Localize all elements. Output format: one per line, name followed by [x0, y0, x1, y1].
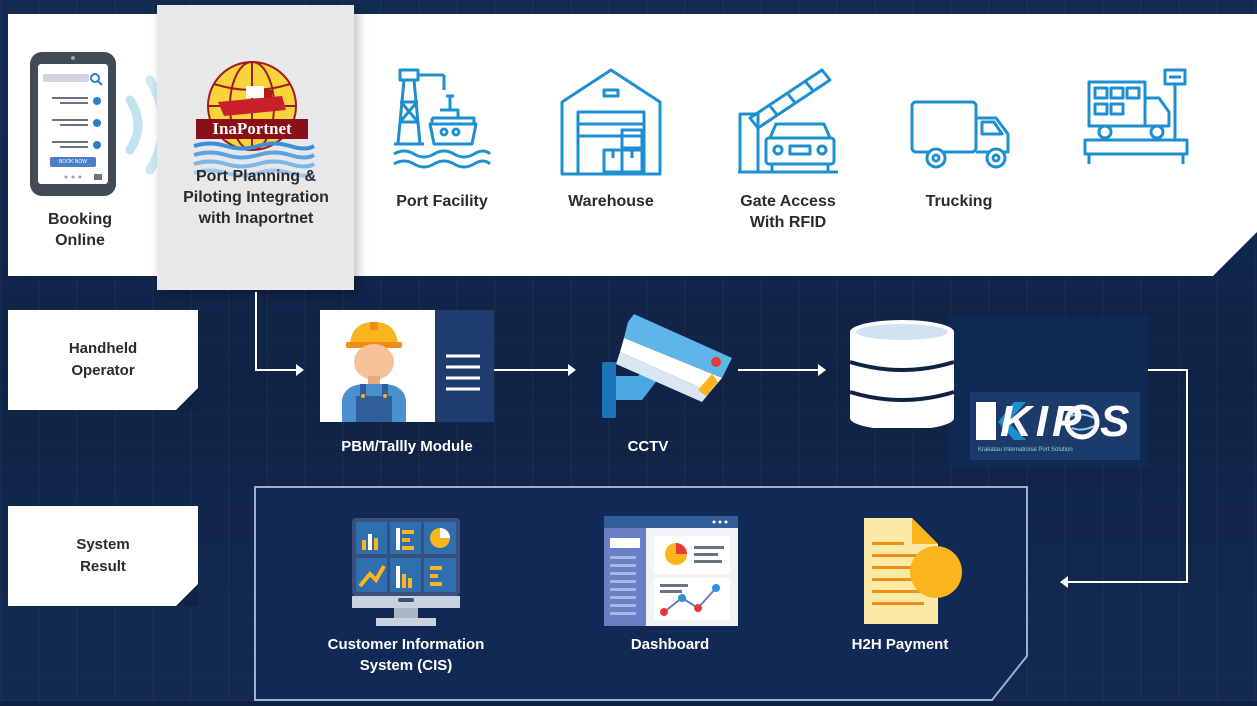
warehouse-label: Warehouse [568, 193, 654, 210]
cis-label: Customer Information System (CIS) [296, 634, 516, 676]
port-facility-icon [392, 66, 492, 179]
handheld-label-line1: Handheld [68, 340, 138, 357]
tab-corner-cut [176, 388, 198, 410]
booking-online-label: Booking Online [20, 209, 140, 251]
kipos-tagline: Krakatau International Port Solution [978, 447, 1073, 453]
phone-icon: BOOK NOW [28, 50, 120, 205]
truck-icon [908, 98, 1014, 177]
booking-label-line2: Online [55, 232, 105, 249]
kipos-logo-text: KIP S [1000, 397, 1134, 446]
inaportnet-label-line2: Piloting Integration [183, 189, 329, 206]
booking-label-line1: Booking [48, 211, 112, 228]
database-icon [846, 318, 958, 433]
trucking-label: Trucking [925, 193, 993, 210]
cctv-icon [598, 312, 738, 425]
h2h-payment-icon [862, 516, 966, 631]
inaportnet-label-line3: with Inaportnet [198, 210, 314, 227]
gate-access-label-line2: With RFID [749, 214, 827, 231]
inaportnet-logo-text: InaPortnet [212, 119, 292, 138]
kipos-logo: KIP S Krakatau International Port Soluti… [970, 392, 1140, 460]
system-result-label-line2: Result [80, 558, 126, 575]
inaportnet-logo: InaPortnet [190, 56, 316, 186]
inaportnet-label-line1: Port Planning & [196, 168, 316, 185]
book-now-label: BOOK NOW [58, 159, 88, 165]
inaportnet-label: Port Planning & Piloting Integration wit… [160, 166, 352, 229]
dashboard-icon [604, 516, 738, 631]
cctv-label: CCTV [627, 438, 669, 455]
cis-label-line2: System (CIS) [359, 657, 453, 674]
dashboard-label: Dashboard [630, 636, 710, 653]
handheld-label-line2: Operator [71, 362, 135, 379]
cis-label-line1: Customer Information [327, 636, 485, 653]
cis-monitor-icon [350, 516, 462, 633]
warehouse-icon [558, 66, 664, 181]
handheld-operator-tab: Handheld Operator [8, 310, 198, 410]
tab-corner-cut [176, 584, 198, 606]
h2h-payment-label: H2H Payment [851, 636, 949, 653]
port-facility-label: Port Facility [396, 193, 488, 210]
weighbridge-icon [1083, 68, 1189, 173]
gate-access-label: Gate Access With RFID [718, 191, 858, 233]
gate-access-icon [736, 66, 840, 181]
pbm-module-icon [320, 310, 494, 422]
pbm-label: PBM/Tallly Module [341, 438, 473, 455]
system-result-label-line1: System [76, 536, 130, 553]
gate-access-label-line1: Gate Access [740, 193, 836, 210]
system-result-tab: System Result [8, 506, 198, 606]
